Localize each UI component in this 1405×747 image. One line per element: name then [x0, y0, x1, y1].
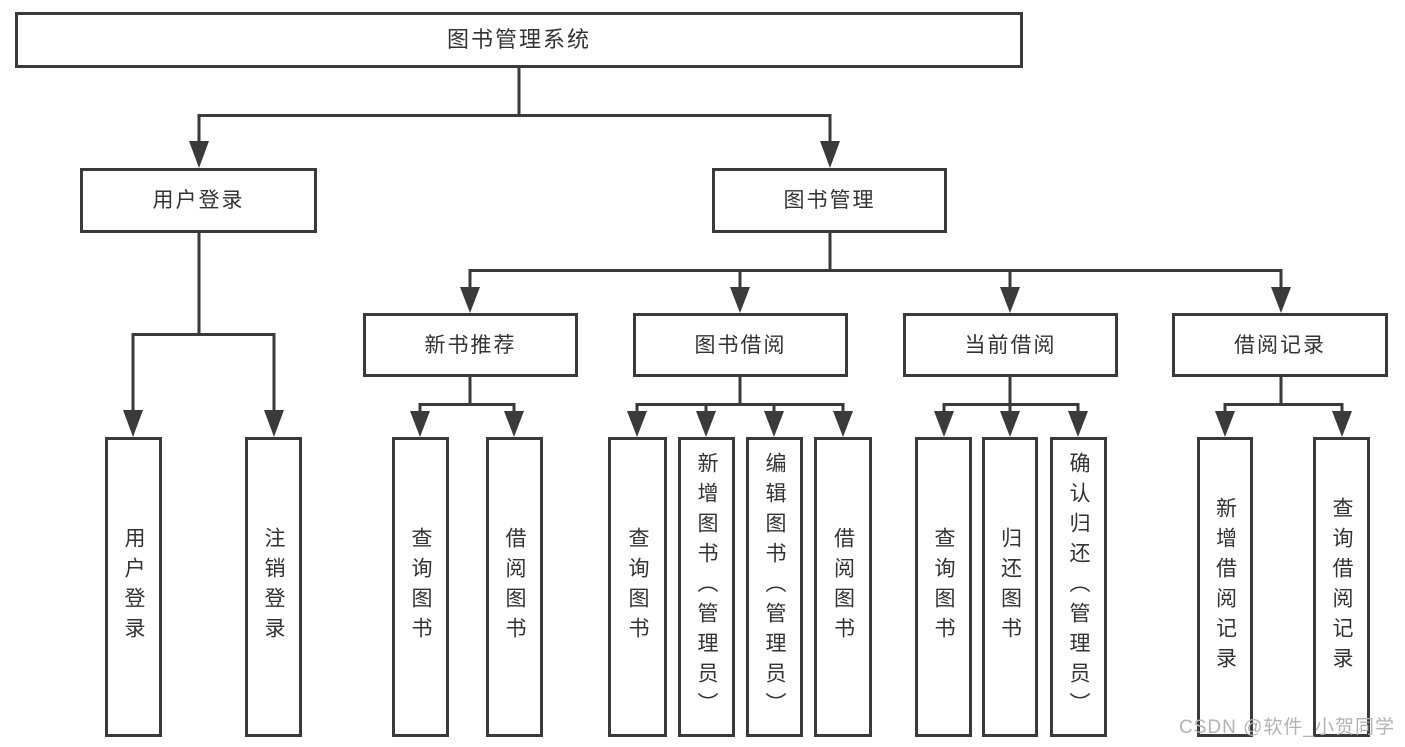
leaf-user-login: 用户登录 [105, 437, 162, 737]
leaf-borrow-books: 借阅图书 [814, 437, 872, 737]
node-book-borrowing: 图书借阅 [633, 313, 848, 377]
csdn-watermark: CSDN @软件_小贺同学 [1179, 717, 1395, 738]
leaf-newbook-borrow-books: 借阅图书 [486, 437, 543, 737]
leaf-confirm-return-admin: 确认归还（管理员） [1050, 437, 1107, 737]
leaf-add-borrow-record: 新增借阅记录 [1197, 437, 1253, 737]
leaf-add-books-admin: 新增图书（管理员） [678, 437, 735, 737]
leaf-return-books: 归还图书 [982, 437, 1038, 737]
node-book-management: 图书管理 [712, 168, 947, 233]
node-borrowing-records: 借阅记录 [1172, 313, 1388, 377]
node-user-login: 用户登录 [80, 168, 317, 233]
node-new-book-recommendation: 新书推荐 [363, 313, 578, 377]
leaf-query-borrow-record: 查询借阅记录 [1313, 437, 1370, 737]
leaf-current-query-books: 查询图书 [915, 437, 972, 737]
leaf-edit-books-admin: 编辑图书（管理员） [746, 437, 803, 737]
node-current-borrowing: 当前借阅 [903, 313, 1118, 377]
leaf-borrow-query-books: 查询图书 [608, 437, 667, 737]
node-library-management-system: 图书管理系统 [15, 12, 1023, 68]
leaf-newbook-query-books: 查询图书 [392, 437, 449, 737]
leaf-logout: 注销登录 [245, 437, 302, 737]
